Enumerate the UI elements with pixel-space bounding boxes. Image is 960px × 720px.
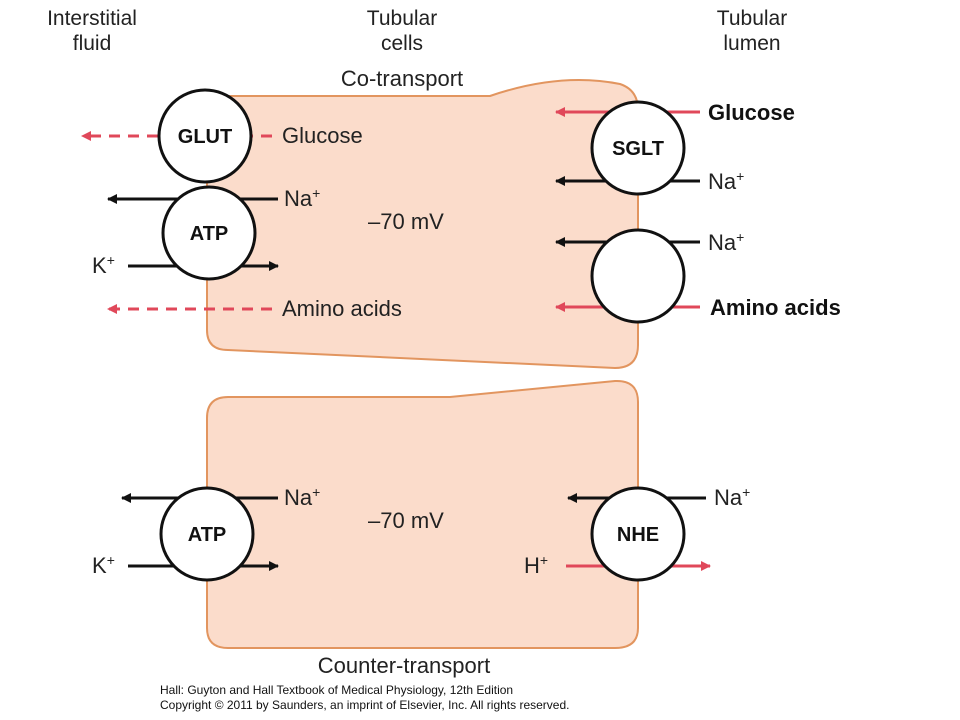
h-text: H <box>524 553 540 578</box>
na-aa-label: Na+ <box>708 229 744 255</box>
credit-line-1: Hall: Guyton and Hall Textbook of Medica… <box>160 683 513 697</box>
plus-superscript: + <box>540 552 548 568</box>
header-interstitial-line2: fluid <box>73 32 112 55</box>
na-basal-label-top: Na+ <box>284 185 320 211</box>
atp-label-top: ATP <box>190 223 229 245</box>
na-text: Na <box>284 186 313 211</box>
membrane-potential-bottom: –70 mV <box>368 508 444 533</box>
glut-transporter <box>157 88 253 184</box>
k-basal-label-bottom: K+ <box>92 552 115 578</box>
amino-acid-cotransporter <box>590 228 686 324</box>
amino-acids-inner-label: Amino acids <box>282 296 402 321</box>
plus-superscript: + <box>312 185 320 201</box>
k-text: K <box>92 553 107 578</box>
atp-label-bottom: ATP <box>188 524 227 546</box>
amino-acids-lumen-label: Amino acids <box>710 295 841 320</box>
nhe-label: NHE <box>617 524 659 546</box>
atp-pump-top <box>161 185 257 281</box>
k-text: K <box>92 253 107 278</box>
header-lumen-line2: lumen <box>723 32 780 55</box>
atp-pump-bottom <box>159 486 255 582</box>
panel-title-cotransport: Co-transport <box>341 66 463 91</box>
plus-superscript: + <box>736 229 744 245</box>
plus-superscript: + <box>107 252 115 268</box>
sglt-label: SGLT <box>612 138 664 160</box>
na-basal-label-bottom: Na+ <box>284 484 320 510</box>
plus-superscript: + <box>312 484 320 500</box>
header-cells-line1: Tubular <box>367 7 437 30</box>
glucose-lumen-label: Glucose <box>708 100 795 125</box>
na-text: Na <box>284 485 313 510</box>
plus-superscript: + <box>742 484 750 500</box>
glucose-inner-label: Glucose <box>282 123 363 148</box>
credit-line-2: Copyright © 2011 by Saunders, an imprint… <box>160 698 569 712</box>
tubular-cell-bottom <box>206 379 639 649</box>
glut-label: GLUT <box>178 126 232 148</box>
plus-superscript: + <box>736 168 744 184</box>
na-sglt-label: Na+ <box>708 168 744 194</box>
k-basal-label-top: K+ <box>92 252 115 278</box>
header-lumen-line1: Tubular <box>717 7 787 30</box>
na-text: Na <box>714 485 743 510</box>
nhe-exchanger <box>590 486 686 582</box>
na-text: Na <box>708 169 737 194</box>
h-lumen-label: H+ <box>524 552 548 578</box>
panel-title-countertransport: Counter-transport <box>318 653 490 678</box>
plus-superscript: + <box>107 552 115 568</box>
na-lumen-label-bottom: Na+ <box>714 484 750 510</box>
header-interstitial-line1: Interstitial <box>47 7 137 30</box>
membrane-potential-top: –70 mV <box>368 209 444 234</box>
sglt-transporter <box>590 100 686 196</box>
na-text: Na <box>708 230 737 255</box>
header-cells-line2: cells <box>381 32 423 55</box>
